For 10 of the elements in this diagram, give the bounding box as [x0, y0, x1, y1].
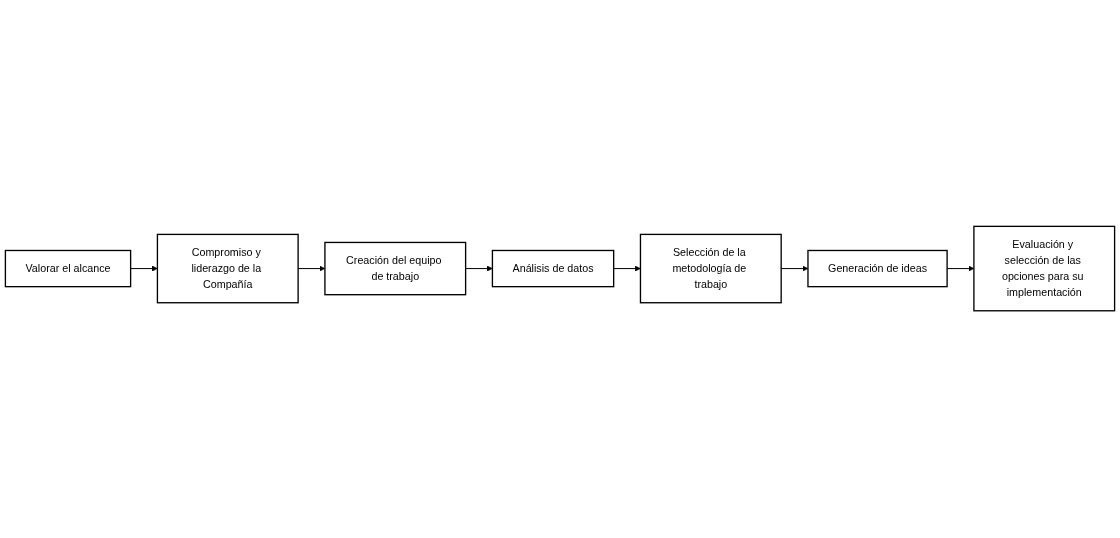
arrow — [130, 266, 158, 272]
node-box: Creación del equipo de trabajo — [324, 242, 467, 296]
node-box: Valorar el alcance — [4, 250, 132, 288]
node-box: Análisis de datos — [491, 250, 615, 288]
node-box: Generación de ideas — [807, 250, 948, 288]
arrow — [613, 266, 641, 272]
node-box: Evaluación y selección de las opciones para su implementación — [973, 226, 1116, 312]
node-box: Selección de la metodología de trabajo — [639, 234, 782, 304]
arrow — [465, 266, 493, 272]
node-box: Compromiso y liderazgo de la Compañía — [156, 234, 299, 304]
